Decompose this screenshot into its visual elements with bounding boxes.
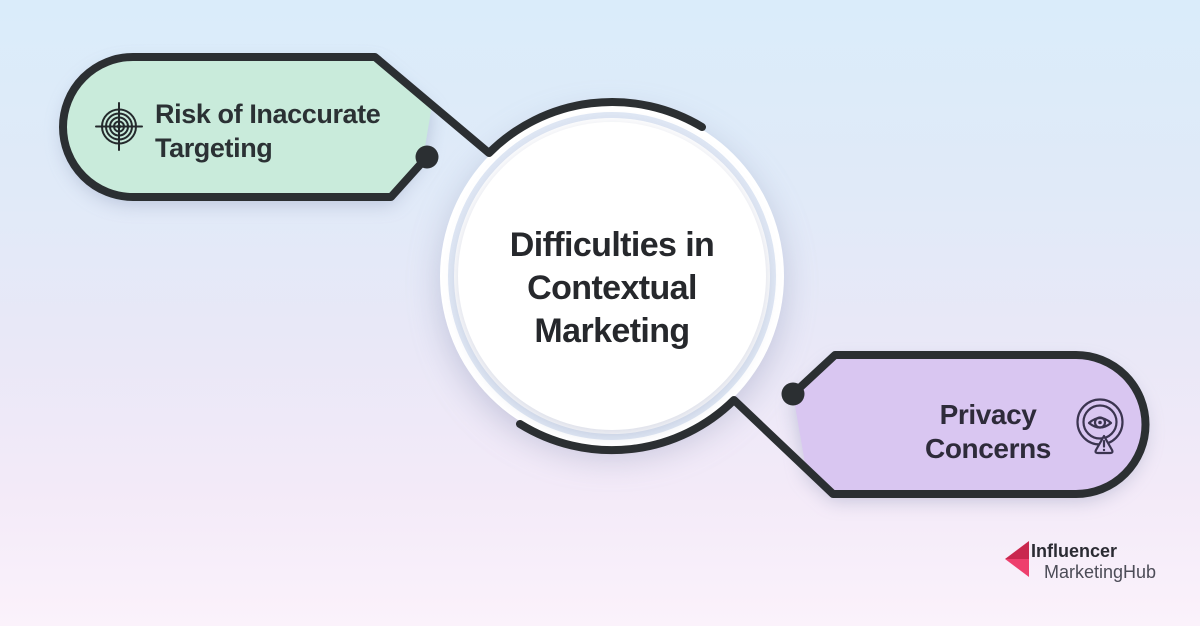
tag-inaccurate-targeting <box>63 57 432 197</box>
tag-inaccurate-targeting-label-line-2: Targeting <box>155 133 272 163</box>
brand-logo: Influencer MarketingHub <box>1005 541 1156 582</box>
target-icon <box>95 102 143 151</box>
play-left-logo-icon <box>1005 541 1029 577</box>
tag-privacy-concerns-label-line-1: Privacy <box>940 399 1038 430</box>
central-title-line-3: Marketing <box>534 312 689 350</box>
connector-dot-right <box>781 382 805 406</box>
eye-warning-icon <box>1076 398 1124 455</box>
central-title-line-1: Difficulties in <box>510 226 714 264</box>
central-circle-gap-ring <box>448 112 776 440</box>
tag-privacy-concerns-label-line-2: Concerns <box>925 433 1051 464</box>
brand-name-line-1: Influencer <box>1031 541 1117 561</box>
brand-name-line-2: MarketingHub <box>1044 562 1156 582</box>
central-circle-inner <box>458 122 766 430</box>
central-circle <box>440 104 784 448</box>
connector-right-outline <box>516 351 1150 498</box>
tag-privacy-concerns <box>793 355 1146 494</box>
connector-left-outline <box>59 53 706 201</box>
tag-inaccurate-targeting-label-line-1: Risk of Inaccurate <box>155 99 381 129</box>
central-title-line-2: Contextual <box>527 269 697 307</box>
connector-dot-left <box>415 145 439 169</box>
